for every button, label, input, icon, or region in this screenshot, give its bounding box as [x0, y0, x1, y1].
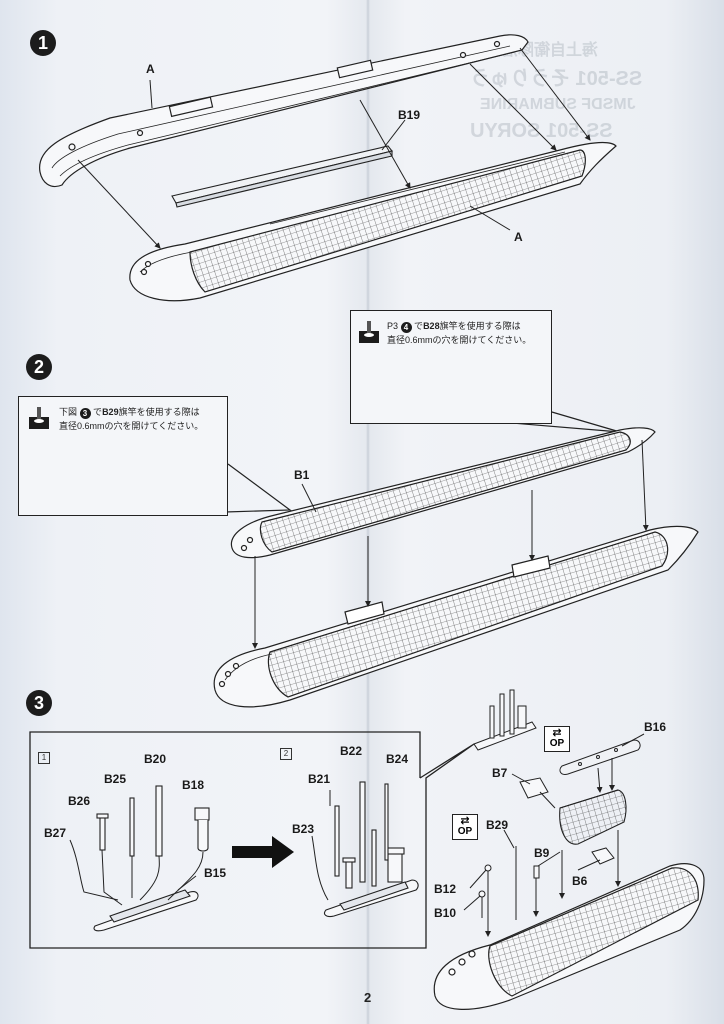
optional-part-badge: ⇄ OP: [544, 726, 570, 752]
substep1-sail: [93, 785, 210, 932]
swap-arrow-icon: ⇄: [460, 815, 470, 827]
part-label-b27: B27: [44, 826, 67, 840]
part-label-b16: B16: [644, 720, 667, 734]
swap-arrow-icon: ⇄: [552, 727, 562, 739]
substep2-sail: [323, 781, 419, 918]
part-label-b22: B22: [340, 744, 363, 758]
step1-leader-lines: [77, 47, 591, 249]
substep-arrow: [232, 836, 294, 868]
step-number-3: 3: [26, 690, 52, 716]
part-label-b23: B23: [292, 822, 315, 836]
part-label-b20: B20: [144, 752, 167, 766]
part-label-b25: B25: [104, 772, 127, 786]
drill-icon: [359, 321, 379, 343]
step-number-2: 2: [26, 354, 52, 380]
step3-callout-frame: [29, 731, 475, 949]
lower-note-line1: 下図 3 でB29旗竿を使用する際は: [59, 407, 200, 419]
part-label-b9: B9: [534, 846, 550, 860]
substep1-leader-lines: [69, 839, 204, 906]
step2-lower-hull: [213, 525, 699, 708]
sub-step-2: 2: [280, 748, 292, 760]
drill-note-lower: 下図 3 でB29旗竿を使用する際は 直径0.6mmの穴を開けてください。: [18, 396, 228, 516]
step-number-1: 1: [30, 30, 56, 56]
step3-part-b6: [591, 847, 615, 865]
drill-icon: [29, 407, 49, 429]
substep2-leader-lines: [311, 790, 331, 901]
step3-leader-lines: [463, 733, 645, 937]
part-label-b26: B26: [68, 794, 91, 808]
step1-lower-hull: [129, 141, 617, 302]
part-label-a-top: A: [146, 62, 155, 76]
step1-part-b19: [171, 145, 393, 208]
part-label-b12: B12: [434, 882, 457, 896]
lower-note-pointer: [224, 463, 292, 513]
part-label-b1: B1: [294, 468, 310, 482]
step2-leader-lines: [252, 439, 649, 649]
part-label-a-bottom: A: [514, 230, 523, 244]
part-label-b19: B19: [398, 108, 421, 122]
step1-upper-hull: [39, 34, 529, 188]
step3-small-parts: [478, 846, 540, 920]
step2-part-b1: [230, 427, 656, 559]
step3-hull: [433, 863, 705, 1010]
part-label-b15: B15: [204, 866, 227, 880]
drill-note-upper: P3 4 でB28旗竿を使用する際は 直径0.6mmの穴を開けてください。: [350, 310, 552, 424]
step3-sail: [559, 789, 627, 845]
step3-mast-cluster: [473, 689, 537, 751]
step3-part-b16: [559, 739, 641, 775]
upper-note-line2: 直径0.6mmの穴を開けてください。: [387, 335, 532, 345]
optional-part-badge: ⇄ OP: [452, 814, 478, 840]
part-label-b21: B21: [308, 772, 331, 786]
part-label-b10: B10: [434, 906, 457, 920]
part-label-b7: B7: [492, 766, 508, 780]
part-label-b18: B18: [182, 778, 205, 792]
step-ref-circle: 4: [400, 322, 412, 333]
upper-note-line1: P3 4 でB28旗竿を使用する際は: [387, 321, 521, 333]
part-label-b6: B6: [572, 874, 588, 888]
page-number: 2: [364, 990, 372, 1005]
lower-note-line2: 直径0.6mmの穴を開けてください。: [59, 421, 204, 431]
part-label-b29: B29: [486, 818, 509, 832]
step-ref-circle: 3: [79, 408, 91, 419]
sub-step-1: 1: [38, 752, 50, 764]
part-label-b24: B24: [386, 752, 409, 766]
